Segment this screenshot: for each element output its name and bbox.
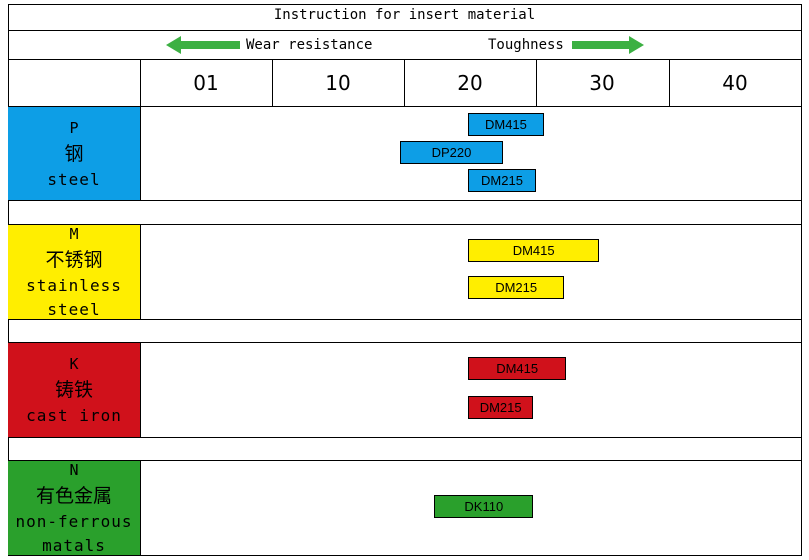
table-right-border [801,4,802,556]
bar-p-dm415: DM415 [468,113,544,136]
bar-label: DP220 [431,145,472,160]
row-divider [8,342,802,343]
bar-label: DM415 [484,117,527,132]
bar-p-dm215: DM215 [468,169,536,192]
row-divider [8,319,802,320]
grade-30: 30 [589,71,615,95]
category-n-cell: N 有色金属 non-ferrous matals [8,461,141,555]
category-code: K [69,355,79,373]
category-name-cn: 钢 [64,142,84,165]
grade-01: 01 [193,71,219,95]
category-name-en: cast iron [26,406,122,425]
category-name-en: steel [47,300,101,319]
grade-20: 20 [457,71,483,95]
table-top-border [8,4,802,5]
arrow-right-icon [572,36,644,54]
bar-p-dp220: DP220 [400,141,503,164]
arrow-left-icon [166,36,240,54]
category-name-cn: 有色金属 [35,485,112,507]
category-m-cell: M 不锈钢 stainless steel [8,225,141,319]
grade-divider [536,59,537,107]
category-name-en: non-ferrous [15,512,133,531]
category-name-en: steel [47,169,101,189]
category-k-cell: K 铸铁 cast iron [8,343,141,437]
row-divider [8,30,802,31]
bar-label: DM215 [495,280,538,295]
category-name-cn: 铸铁 [54,379,93,401]
category-p-cell: P 钢 steel [8,107,141,200]
category-code: N [69,461,79,479]
grade-divider [140,59,141,107]
category-name-en: stainless [26,276,122,295]
category-name-en: matals [42,536,106,555]
grade-40: 40 [722,71,748,95]
row-divider [8,106,802,107]
grade-divider [272,59,273,107]
row-divider [8,437,802,438]
row-divider [8,460,802,461]
grade-divider [404,59,405,107]
bar-label: DM415 [512,243,555,258]
grade-10: 10 [325,71,351,95]
category-code: M [69,225,79,243]
toughness-label: Toughness [488,37,564,53]
table-bottom-border [8,555,802,556]
row-divider [8,224,802,225]
row-divider [8,200,802,201]
category-name-cn: 不锈钢 [45,249,103,271]
category-code: P [69,118,79,137]
wear-resistance-label: Wear resistance [246,37,373,53]
bar-m-dm215: DM215 [468,276,565,299]
grade-divider [669,59,670,107]
table-title: Instruction for insert material [273,7,536,23]
arrow-left-shape [166,36,240,54]
bar-label: DM415 [496,361,539,376]
bar-k-dm415: DM415 [468,357,567,380]
bar-label: DM215 [479,400,522,415]
row-divider [8,59,802,60]
bar-n-dk110: DK110 [434,495,534,518]
bar-k-dm215: DM215 [468,396,534,419]
arrow-right-shape [572,36,644,54]
bar-m-dm415: DM415 [468,239,600,262]
bar-label: DK110 [464,499,504,514]
bar-label: DM215 [481,173,523,188]
